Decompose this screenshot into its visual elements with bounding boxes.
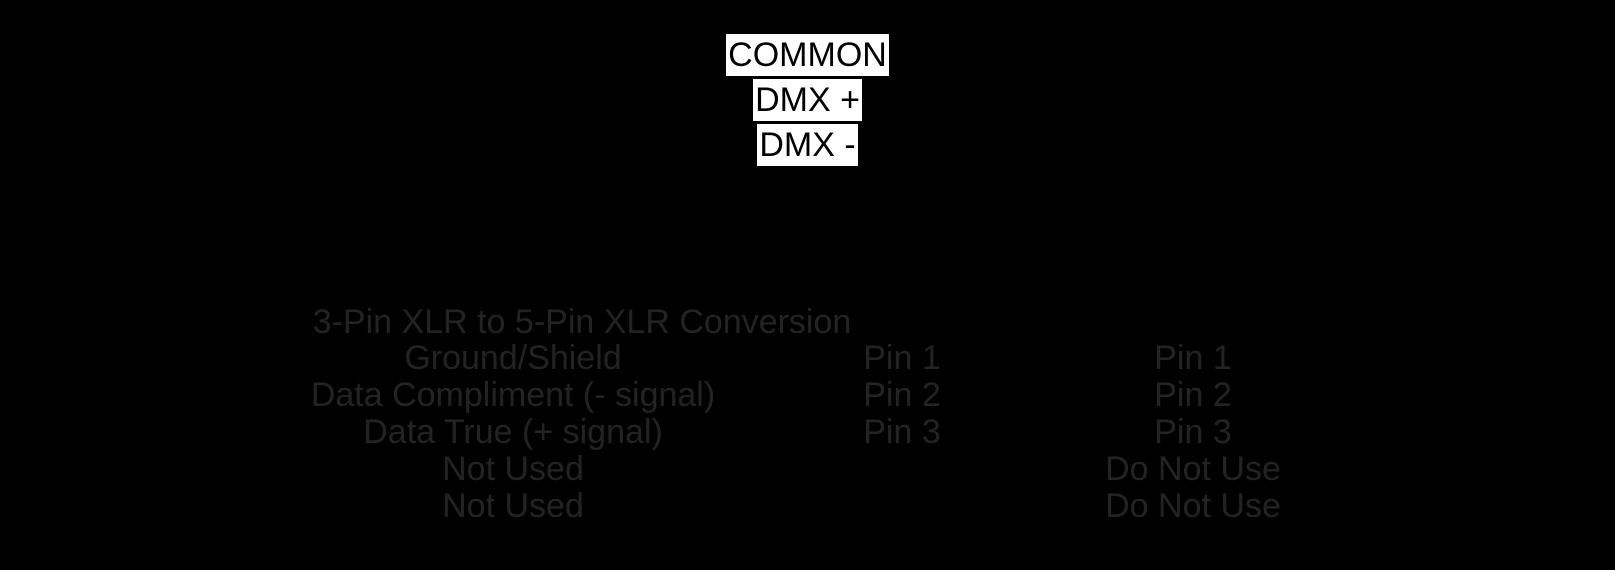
wire-label-common: COMMON: [726, 34, 889, 76]
function-cell: Not Used: [442, 487, 584, 525]
wire-label-stack: COMMON DMX + DMX -: [0, 34, 1615, 169]
table-row: Ground/Shield Pin 1 Pin 1: [0, 340, 1615, 377]
function-cell: Ground/Shield: [404, 339, 622, 377]
five-pin-cell: Pin 2: [1154, 376, 1232, 414]
function-cell: Not Used: [442, 450, 584, 488]
wire-label-dmx-minus: DMX -: [757, 124, 858, 166]
five-pin-cell: Pin 3: [1154, 413, 1232, 451]
conversion-table: Ground/Shield Pin 1 Pin 1 Data Complimen…: [0, 340, 1615, 525]
table-row: Data Compliment (- signal) Pin 2 Pin 2: [0, 377, 1615, 414]
wire-label-dmx-plus: DMX +: [753, 79, 862, 121]
five-pin-cell: Do Not Use: [1105, 450, 1281, 488]
five-pin-cell: Pin 1: [1154, 339, 1232, 377]
three-pin-cell: Pin 2: [863, 376, 941, 414]
table-row: Data True (+ signal) Pin 3 Pin 3: [0, 414, 1615, 451]
function-cell: Data True (+ signal): [363, 413, 663, 451]
three-pin-cell: Pin 1: [863, 339, 941, 377]
function-cell: Data Compliment (- signal): [310, 376, 716, 414]
conversion-title: 3-Pin XLR to 5-Pin XLR Conversion: [312, 303, 852, 341]
three-pin-cell: Pin 3: [863, 413, 941, 451]
five-pin-cell: Do Not Use: [1105, 487, 1281, 525]
table-row: Not Used Do Not Use: [0, 451, 1615, 488]
table-row: Not Used Do Not Use: [0, 488, 1615, 525]
